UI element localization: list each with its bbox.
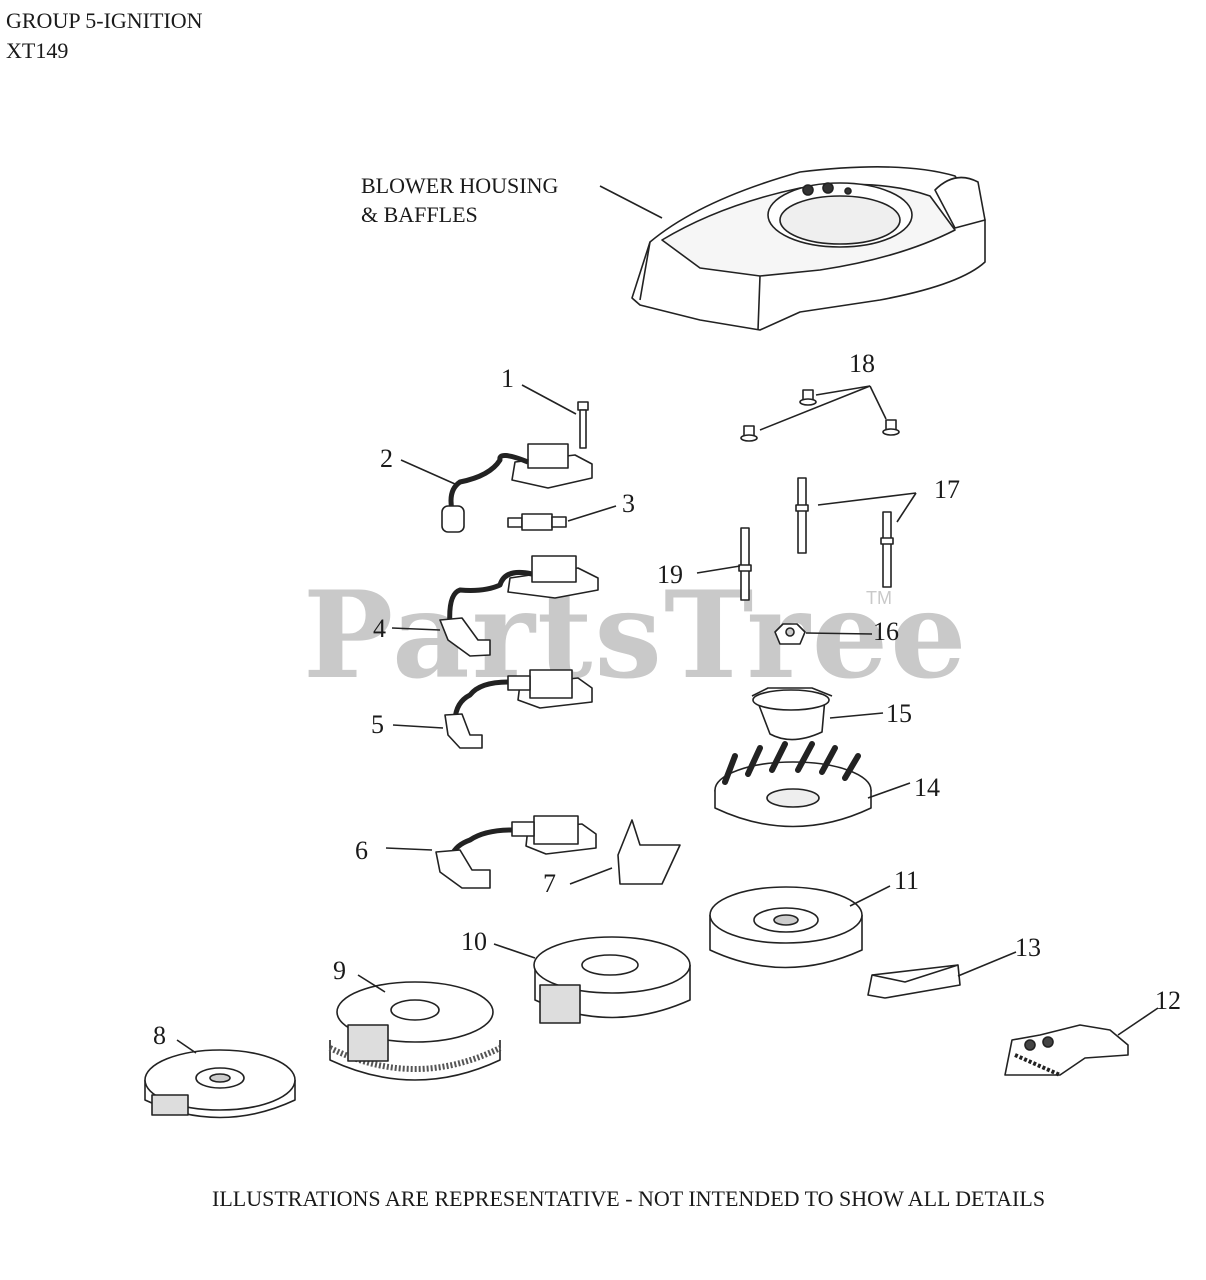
stud-part-17b [880, 511, 894, 588]
nut-part-16 [774, 623, 806, 645]
callout-3: 3 [622, 489, 635, 518]
leader-lines [176, 185, 1159, 1054]
ignition-module-part-4 [439, 555, 599, 657]
ignition-module-part-6 [435, 815, 597, 889]
callout-7: 7 [543, 869, 556, 898]
callout-2: 2 [380, 444, 393, 473]
callout-16: 16 [873, 617, 899, 646]
callout-15: 15 [886, 699, 912, 728]
bolt-part-1 [577, 401, 589, 449]
callout-10: 10 [461, 927, 487, 956]
brake-assembly-part-12 [1004, 1024, 1129, 1077]
blower-label-line1: BLOWER HOUSING [361, 173, 559, 198]
callout-6: 6 [355, 836, 368, 865]
callout-19: 19 [657, 560, 683, 589]
callout-5: 5 [371, 710, 384, 739]
blower-label-line2: & BAFFLES [361, 202, 478, 227]
blower-housing [631, 166, 986, 331]
blower-housing-label: BLOWER HOUSING & BAFFLES [361, 171, 558, 229]
callout-14: 14 [914, 773, 940, 802]
callout-18: 18 [849, 349, 875, 378]
callout-13: 13 [1015, 933, 1041, 962]
spark-plug-part-3 [507, 513, 567, 531]
callout-12: 12 [1155, 986, 1181, 1015]
watermark-tm: TM [866, 588, 892, 608]
flywheel-part-10 [533, 936, 691, 1024]
stud-part-17a [795, 477, 809, 554]
callout-1: 1 [501, 364, 514, 393]
fan-cup-part-15 [751, 687, 833, 741]
ignition-module-part-5 [444, 669, 593, 749]
callout-11: 11 [894, 866, 920, 895]
spacer-part-18 [740, 389, 900, 442]
fan-part-14 [714, 741, 872, 828]
callout-17: 17 [934, 475, 960, 504]
callout-4: 4 [373, 614, 386, 643]
bracket-part-7 [617, 819, 681, 885]
flywheel-part-8 [144, 1049, 296, 1119]
callout-8: 8 [153, 1021, 166, 1050]
model-number: XT149 [6, 38, 69, 63]
shield-part-13 [867, 964, 961, 999]
group-title: GROUP 5-IGNITION [6, 8, 203, 33]
ignition-module-part-2 [441, 443, 593, 533]
watermark: PartsTree [303, 565, 969, 706]
callout-9: 9 [333, 956, 346, 985]
flywheel-part-11 [709, 886, 863, 969]
flywheel-part-9 [328, 981, 502, 1081]
stud-part-19 [738, 527, 752, 601]
disclaimer-footer: ILLUSTRATIONS ARE REPRESENTATIVE - NOT I… [212, 1186, 1046, 1211]
